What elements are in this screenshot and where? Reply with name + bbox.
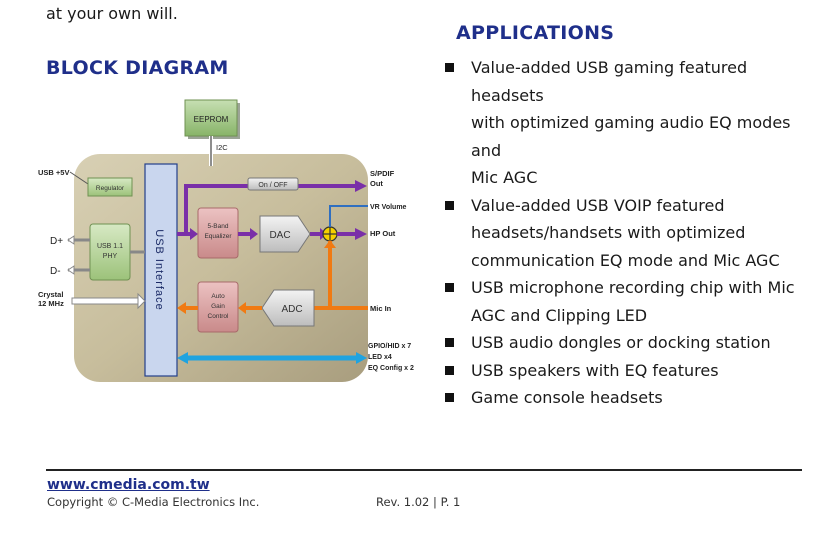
usb-phy-label: PHY xyxy=(103,253,118,260)
eeprom-block xyxy=(184,99,238,137)
list-item: Value-added USB gaming featured headsets… xyxy=(443,54,813,192)
list-item-text: Value-added USB gaming featured headsets xyxy=(471,58,748,105)
hp-out-label: HP Out xyxy=(370,229,396,238)
block-diagram: EEPROM I2C USB Interface USB +5V Regulat… xyxy=(38,99,414,382)
list-item-text: USB speakers with EQ features xyxy=(471,360,719,380)
on-off-label: On / OFF xyxy=(258,182,287,189)
agc-label: Control xyxy=(208,313,230,320)
i2c-label: I2C xyxy=(216,143,228,152)
eeprom-label: EEPROM xyxy=(194,115,229,124)
crystal-label: Crystal xyxy=(38,290,63,299)
list-item-text: communication EQ mode and Mic AGC xyxy=(471,250,780,270)
square-bullet-icon xyxy=(445,63,454,72)
d-plus-label: D+ xyxy=(50,236,63,247)
list-item-text: AGC and Clipping LED xyxy=(471,305,648,325)
applications-heading: APPLICATIONS xyxy=(456,22,615,44)
vr-volume-label: VR Volume xyxy=(370,204,407,211)
gpio-label: EQ Config x 2 xyxy=(368,365,414,372)
usb-interface-block xyxy=(144,163,178,377)
dac-label: DAC xyxy=(269,230,290,241)
adc-label: ADC xyxy=(281,304,302,315)
revision-text: Rev. 1.02 | P. 1 xyxy=(376,495,461,509)
list-item-text: Game console headsets xyxy=(471,388,663,407)
list-item-text: USB audio dongles or docking station xyxy=(471,333,771,352)
square-bullet-icon xyxy=(445,283,454,292)
usb-phy-label: USB 1.1 xyxy=(97,243,123,250)
list-item: USB speakers with EQ features xyxy=(443,357,813,385)
agc-label: Gain xyxy=(211,303,225,310)
crystal-label: 12 MHz xyxy=(38,299,64,308)
square-bullet-icon xyxy=(445,393,454,402)
list-item: USB audio dongles or docking station xyxy=(443,329,813,357)
equalizer-label: Equalizer xyxy=(204,233,232,240)
regulator-label: Regulator xyxy=(96,185,125,192)
list-item-text: Mic AGC xyxy=(471,168,538,187)
d-minus-label: D- xyxy=(50,266,61,277)
list-item-text: Value-added USB VOIP featured xyxy=(471,195,725,215)
spdif-label: S/PDIF xyxy=(370,169,395,178)
usb-interface-label: USB Interface xyxy=(153,229,165,310)
list-item-text: USB microphone recording chip with Mic xyxy=(471,278,795,297)
square-bullet-icon xyxy=(445,200,454,210)
footer-divider xyxy=(46,469,802,471)
usb-5v-label: USB +5V xyxy=(38,168,69,177)
agc-label: Auto xyxy=(211,293,225,300)
equalizer-label: 5-Band xyxy=(208,223,229,230)
block-diagram-heading: BLOCK DIAGRAM xyxy=(46,57,229,79)
applications-list: Value-added USB gaming featured headsets… xyxy=(443,54,813,412)
regulator-block xyxy=(87,177,133,197)
intro-fragment: at your own will. xyxy=(46,4,178,23)
on-off-switch xyxy=(247,177,299,191)
copyright-text: Copyright © C-Media Electronics Inc. xyxy=(47,495,260,509)
square-bullet-icon xyxy=(445,365,454,375)
gpio-label: LED x4 xyxy=(368,354,392,361)
list-item-text: headsets/handsets with optimized xyxy=(471,223,746,242)
website-link[interactable]: www.cmedia.com.tw xyxy=(47,477,210,493)
list-item: Game console headsets xyxy=(443,384,813,412)
gpio-label: GPIO/HID x 7 xyxy=(368,343,411,350)
adc-block xyxy=(261,289,315,327)
spdif-label: Out xyxy=(370,179,383,188)
list-item: Value-added USB VOIP featured headsets/ha… xyxy=(443,192,813,275)
mic-in-label: Mic In xyxy=(370,304,392,313)
usb-phy-block xyxy=(89,223,131,281)
dac-block xyxy=(259,215,311,253)
square-bullet-icon xyxy=(445,338,454,347)
list-item-text: with optimized gaming audio EQ modes and xyxy=(471,113,791,160)
